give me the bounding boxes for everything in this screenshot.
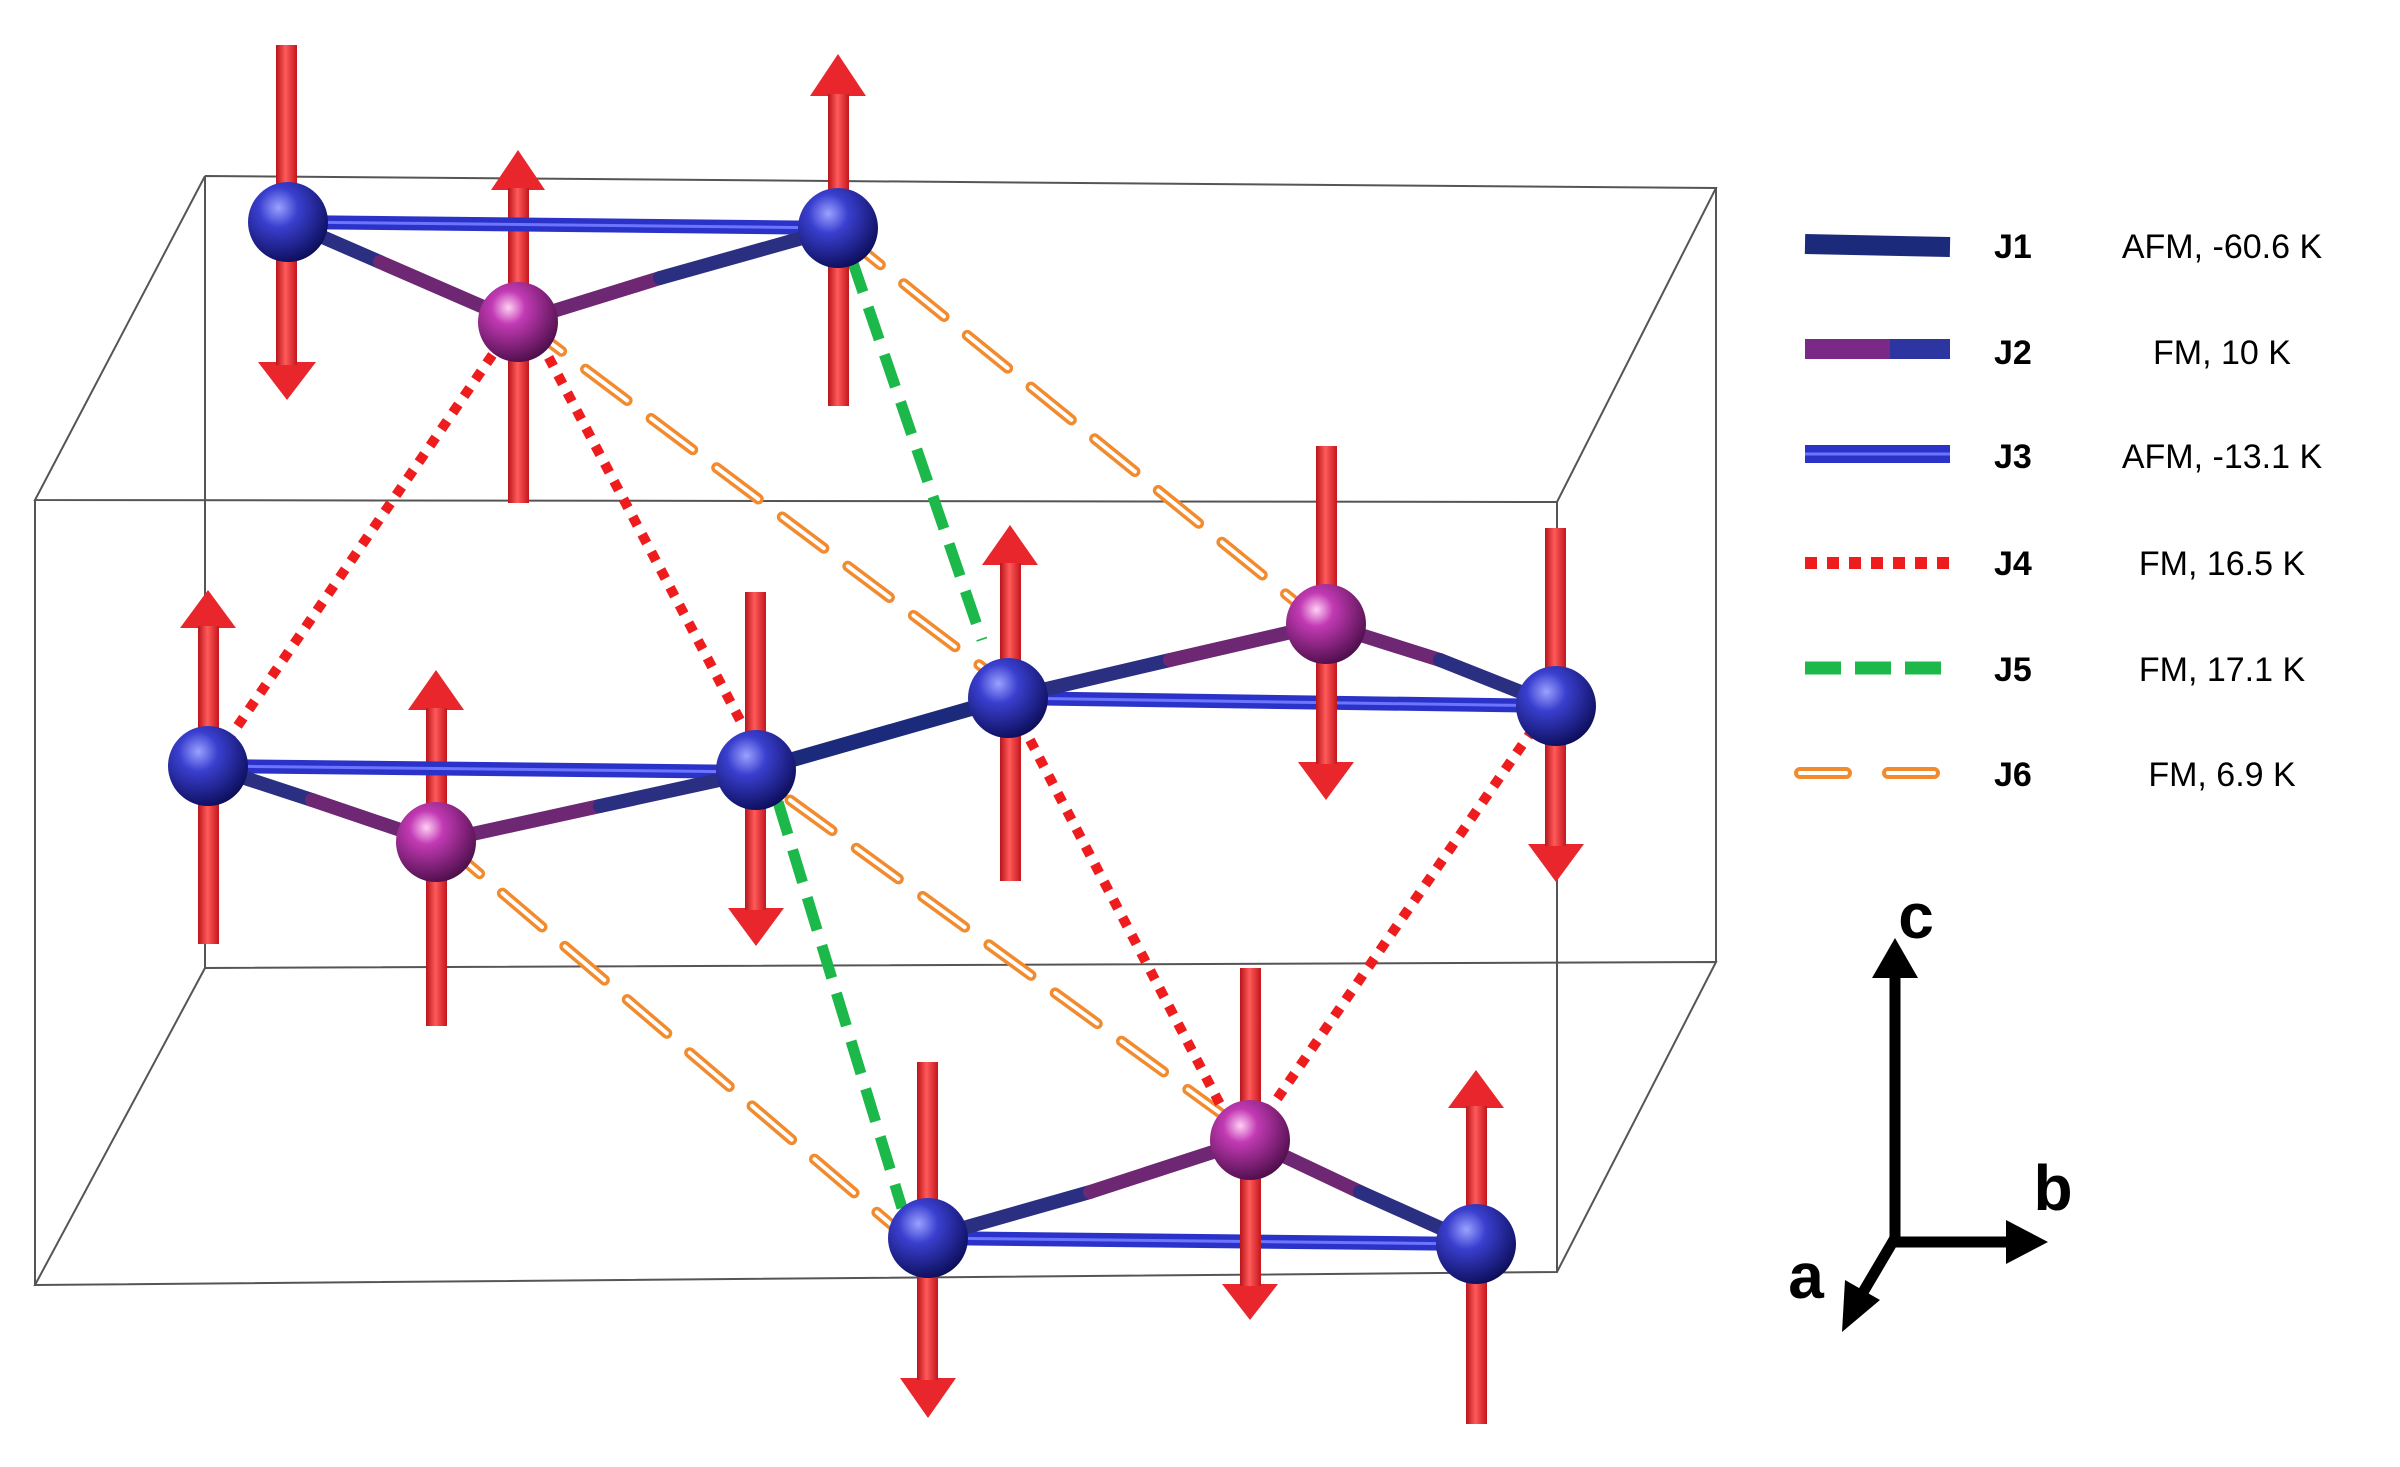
cu-atom-blue — [1516, 666, 1596, 746]
legend-label-j5: J5 — [1994, 651, 2032, 689]
legend-label-j3: J3 — [1994, 438, 2032, 476]
j5-bonds — [772, 258, 988, 1210]
cu-atom-blue — [1436, 1204, 1516, 1284]
legend-label-j2: J2 — [1994, 334, 2032, 372]
legend-item-j5: J5 FM, 17.1 K — [1805, 651, 2305, 689]
cu-atom-magenta — [1286, 584, 1366, 664]
legend-desc-j1: AFM, -60.6 K — [2122, 228, 2323, 266]
legend-item-j3: J3 AFM, -13.1 K — [1805, 438, 2322, 476]
crystal-axes: c b a — [1788, 880, 2073, 1332]
cu-atom-blue — [968, 658, 1048, 738]
atoms — [168, 182, 1596, 1284]
legend-desc-j3: AFM, -13.1 K — [2122, 438, 2323, 476]
legend-label-j6: J6 — [1994, 756, 2032, 794]
axis-label-a: a — [1788, 1240, 1824, 1312]
unit-cell-frame — [33, 175, 1718, 1287]
j4-bonds — [223, 319, 1550, 1115]
cu-atom-blue — [716, 730, 796, 810]
cu-atom-blue — [798, 188, 878, 268]
cu-atom-blue — [888, 1198, 968, 1278]
legend-swatch-j1 — [1804, 234, 1951, 257]
solid-bonds — [201, 215, 1563, 1251]
cu-atom-blue — [248, 182, 328, 262]
legend-desc-j4: FM, 16.5 K — [2139, 545, 2306, 583]
legend-item-j4: J4 FM, 16.5 K — [1805, 545, 2305, 583]
legend-label-j1: J1 — [1994, 228, 2032, 266]
cu-atom-magenta — [478, 282, 558, 362]
axis-label-b: b — [2033, 1152, 2072, 1224]
axis-b-arrow — [1890, 1220, 2048, 1264]
axis-a-arrow — [1842, 1235, 1900, 1332]
axis-c-arrow — [1872, 938, 1918, 1242]
cu-atom-blue — [168, 726, 248, 806]
legend-item-j1: J1 AFM, -60.6 K — [1804, 228, 2323, 266]
legend-desc-j6: FM, 6.9 K — [2148, 756, 2296, 794]
legend-item-j2: J2 FM, 10 K — [1805, 334, 2291, 372]
spin-arrows-front — [198, 262, 1566, 1424]
cu-atom-magenta — [1210, 1100, 1290, 1180]
j6-bonds — [434, 226, 1336, 1238]
legend-desc-j2: FM, 10 K — [2153, 334, 2291, 372]
cu-atom-magenta — [396, 802, 476, 882]
legend-desc-j5: FM, 17.1 K — [2139, 651, 2306, 689]
legend: J1 AFM, -60.6 K J2 FM, 10 K J3 AFM, -13.… — [1794, 228, 2323, 794]
axis-label-c: c — [1898, 880, 1934, 952]
legend-label-j4: J4 — [1994, 545, 2032, 583]
legend-item-j6: J6 FM, 6.9 K — [1794, 756, 2296, 794]
